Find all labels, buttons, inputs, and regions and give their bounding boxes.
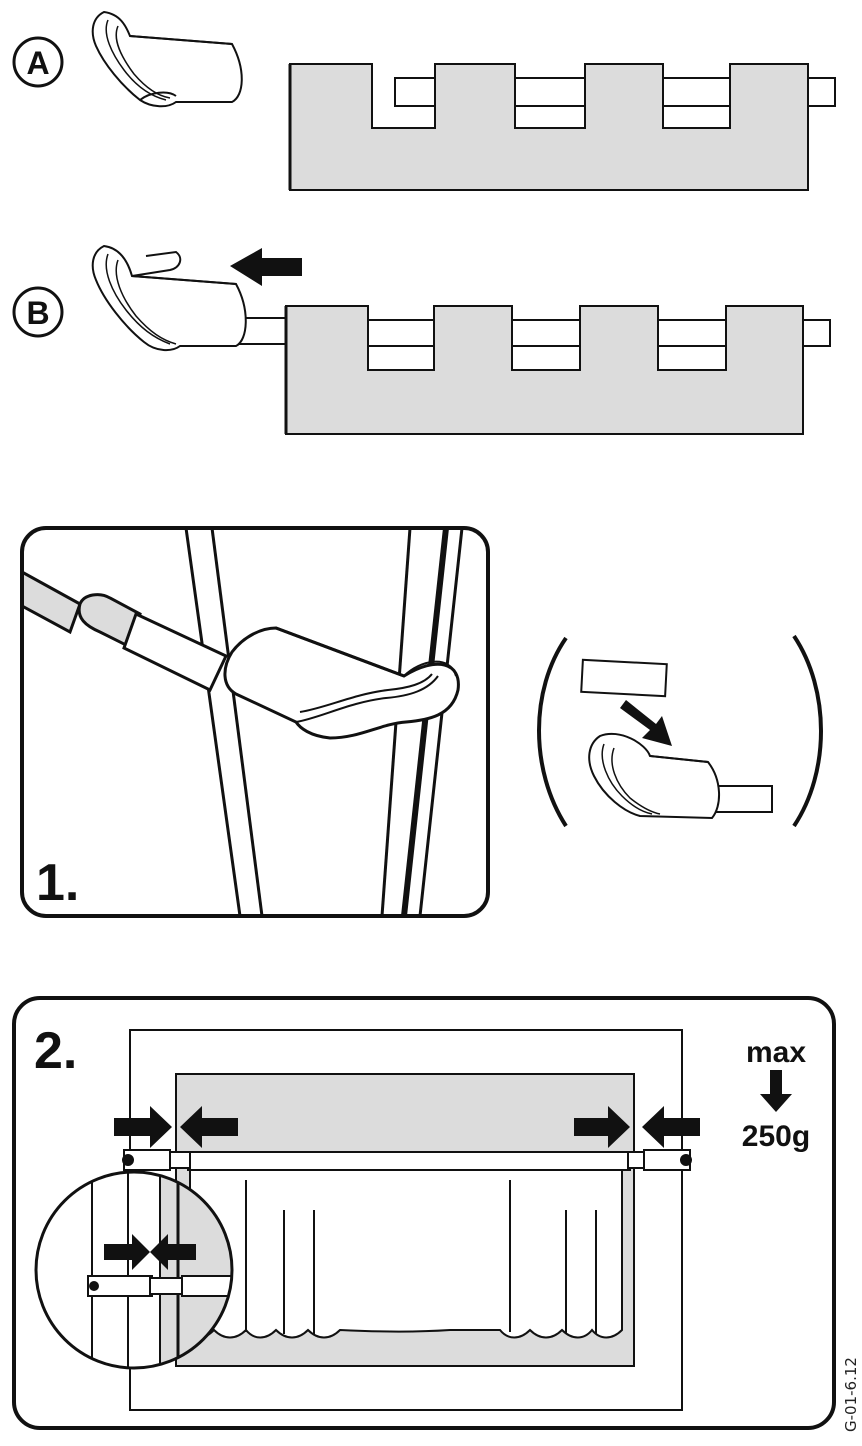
arrow-right-icon: [104, 1234, 150, 1270]
document-code: G-01-6.12: [842, 1357, 860, 1432]
curtain-fabric: [189, 1167, 623, 1339]
arrow-down-icon: [760, 1070, 792, 1112]
arrow-right-icon: [114, 1106, 172, 1148]
clip-detail: [537, 634, 823, 828]
clip-icon: [91, 10, 243, 108]
tension-rod: [24, 569, 228, 693]
rod-stub-right-b: [799, 319, 831, 347]
magnifier-circle-icon: [34, 1170, 234, 1370]
rod-segment-a1: [394, 77, 436, 107]
clip-icon: [223, 626, 460, 740]
arrow-left-icon: [230, 248, 302, 286]
arrow-left-icon: [642, 1106, 700, 1148]
clip-tab-piece: [580, 658, 668, 698]
svg-text:A: A: [26, 45, 49, 81]
arrow-right-icon: [574, 1106, 630, 1148]
curtain-tabs-b: [284, 305, 831, 435]
rod-segment-b2: [511, 319, 581, 347]
rod-segment-a2: [514, 77, 586, 107]
clip-icon: [588, 732, 773, 820]
step-1-panel: 1.: [20, 526, 490, 918]
fabric-panel-b: [285, 305, 804, 435]
rod-segment-b3: [657, 319, 727, 347]
fabric-panel-a: [289, 63, 809, 191]
svg-text:max: max: [746, 1036, 806, 1069]
rod-segment-a3: [662, 77, 731, 107]
svg-text:B: B: [26, 295, 49, 331]
step-b-marker: B: [12, 286, 64, 338]
clip-icon: [91, 244, 295, 352]
arrow-left-icon: [180, 1106, 238, 1148]
arrow-left-icon: [150, 1234, 196, 1270]
step-2-panel: 2. max: [12, 996, 836, 1430]
tension-rod: [122, 1149, 692, 1171]
curtain-folds: [245, 1180, 597, 1334]
svg-text:1.: 1.: [36, 854, 79, 912]
arrow-down-right-icon: [620, 700, 672, 746]
step-a-marker: A: [12, 36, 64, 88]
svg-text:2.: 2.: [34, 1022, 77, 1080]
rod-stub-right-a: [804, 77, 836, 107]
step-a: A: [12, 10, 836, 191]
curtain-tabs-a: [288, 63, 836, 191]
rod-segment-b1: [367, 319, 435, 347]
step-b: B: [12, 244, 831, 435]
svg-text:250g: 250g: [742, 1120, 810, 1153]
